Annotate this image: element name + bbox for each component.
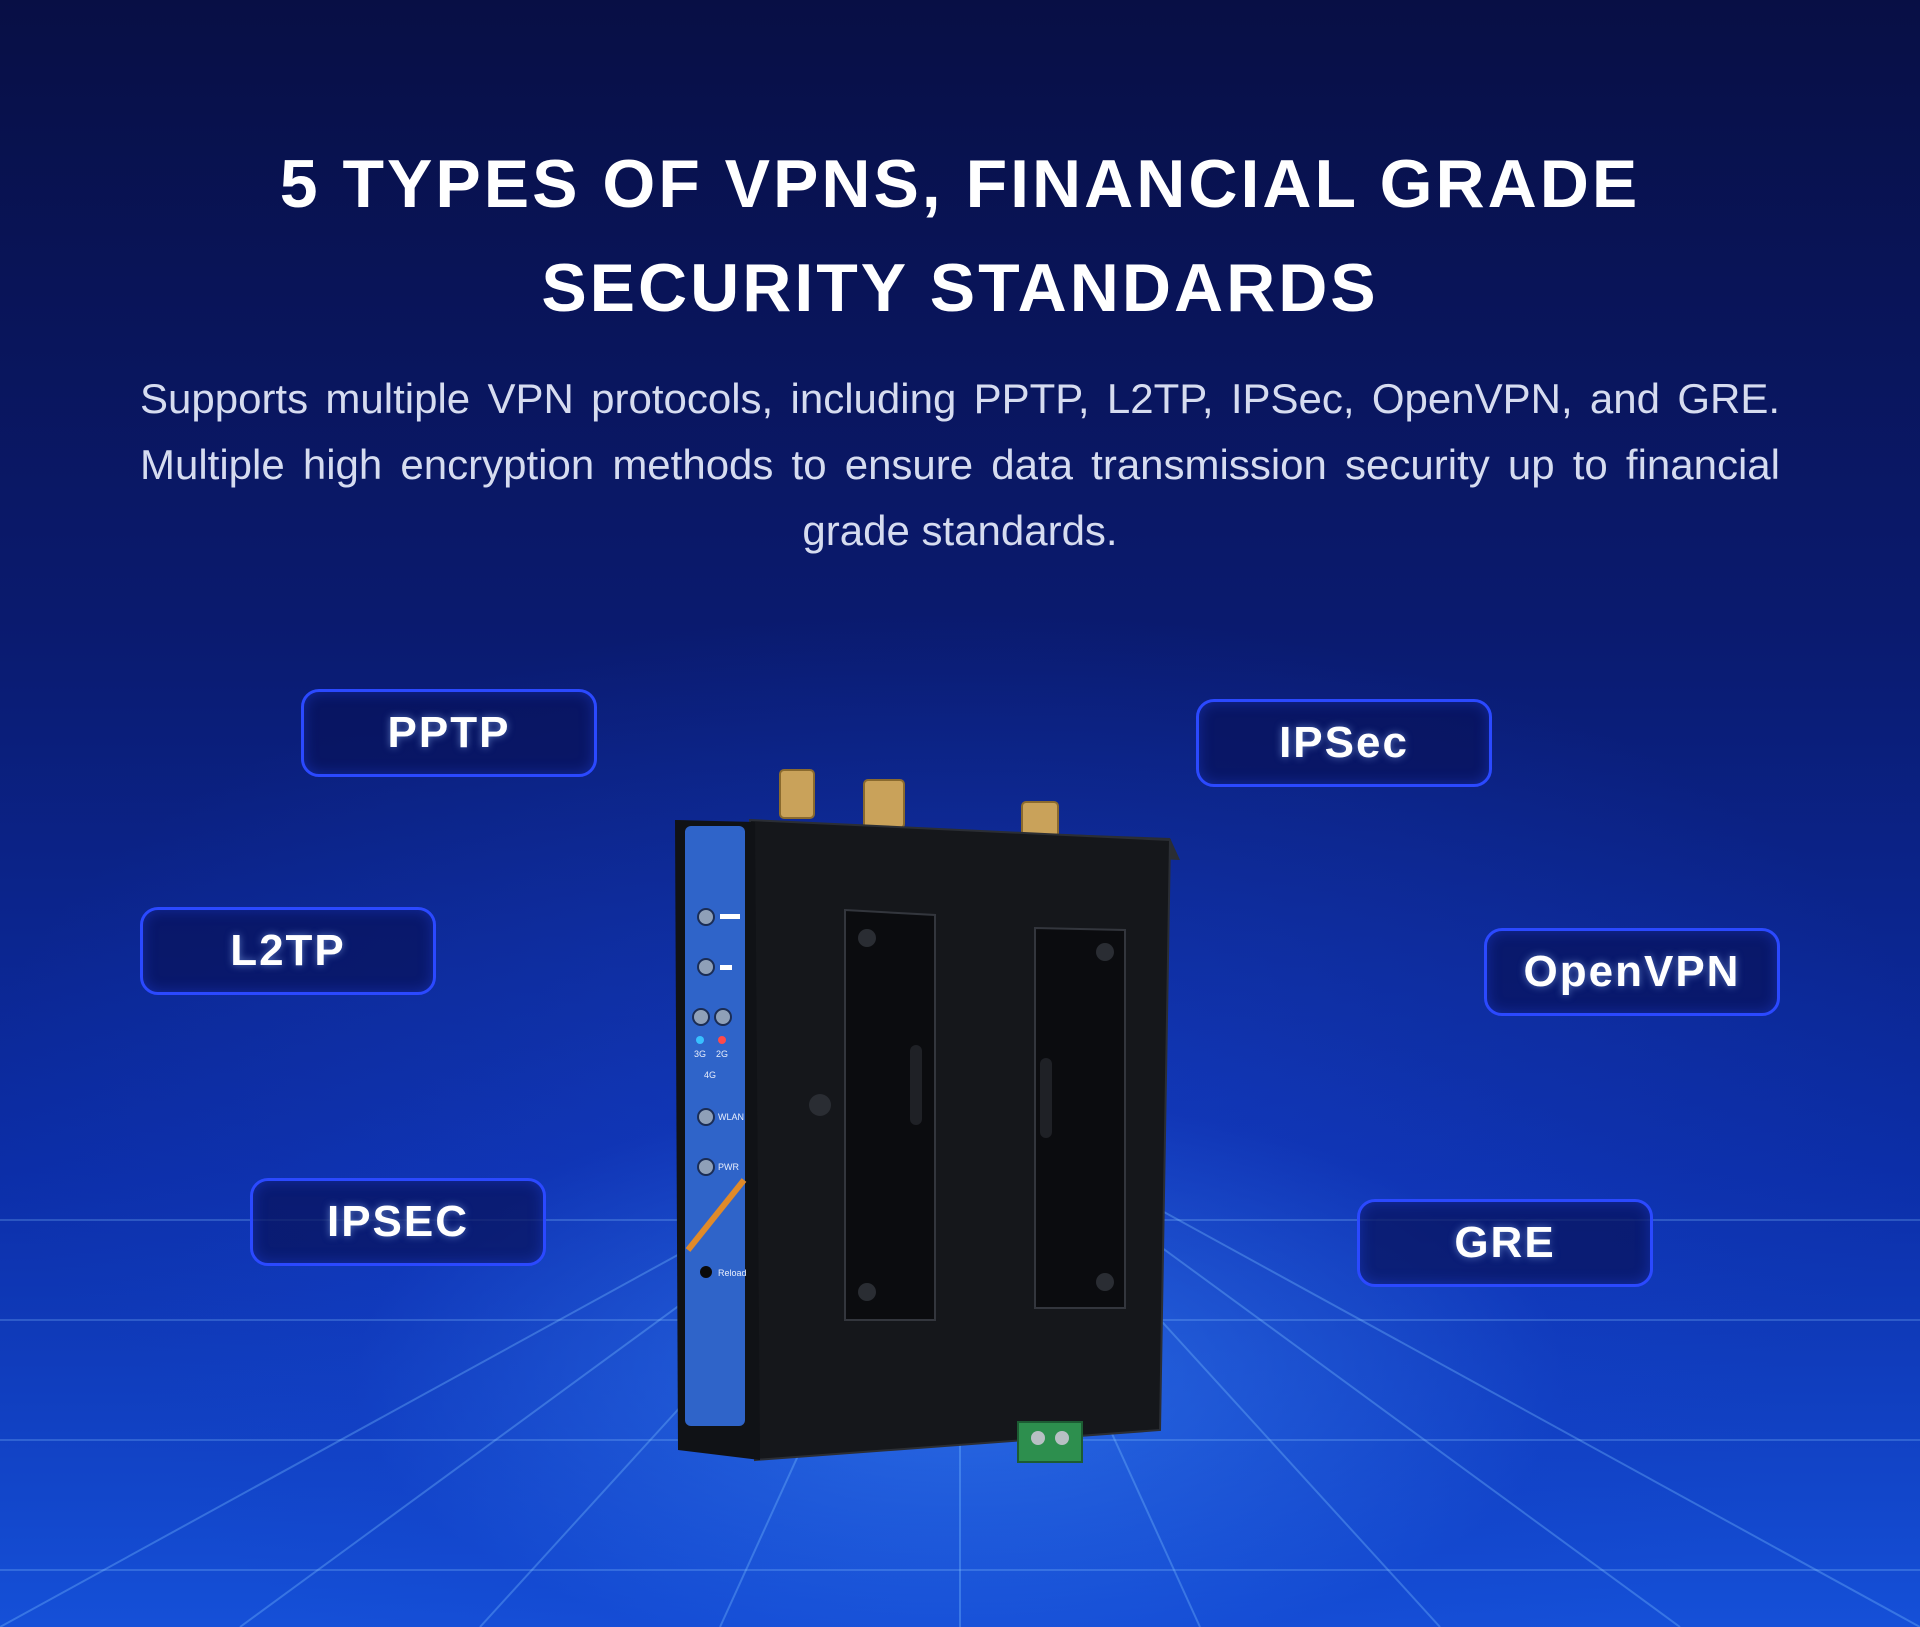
feature-description: Supports multiple VPN protocols, includi…: [140, 375, 1780, 554]
power-terminal: [1017, 1421, 1083, 1463]
page-title: 5 TYPES OF VPNS, FINANCIAL GRADE SECURIT…: [0, 132, 1920, 340]
title-line-2: SECURITY STANDARDS: [541, 250, 1379, 326]
title-line-1: 5 TYPES OF VPNS, FINANCIAL GRADE: [279, 146, 1641, 222]
led-label-2g: 2G: [716, 1049, 728, 1059]
tag-ipsec: IPSec: [1196, 699, 1492, 787]
led-label-3g: 3G: [694, 1049, 706, 1059]
tag-openvpn: OpenVPN: [1484, 928, 1780, 1016]
reload-label: Reload: [718, 1268, 747, 1278]
led-label-wlan: WLAN: [718, 1112, 744, 1122]
tag-l2tp: L2TP: [140, 907, 436, 995]
reload-button: [700, 1266, 712, 1278]
led-label-pwr: PWR: [718, 1162, 739, 1172]
tag-gre: GRE: [1357, 1199, 1653, 1287]
tag-ipsec-upper: IPSEC: [250, 1178, 546, 1266]
led-label-4g: 4G: [704, 1070, 716, 1080]
router-device-image: 3G 2G 4G WLAN PWR Reload: [675, 769, 1180, 1463]
tag-pptp: PPTP: [301, 689, 597, 777]
